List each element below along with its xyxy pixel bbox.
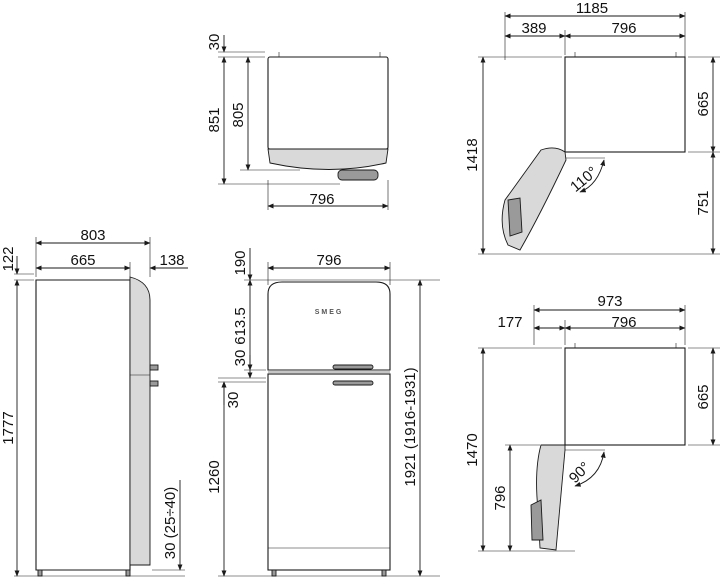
dim-110-total-depth: 1418 (464, 138, 481, 171)
dim-front-gap-top: 30 (232, 350, 249, 367)
dim-top-handle: 30 (206, 34, 223, 51)
dim-front-top: 190 (232, 250, 249, 275)
top-view-open-110: 1185 389 796 1418 665 751 110° (464, 0, 720, 255)
front-foot-right (381, 569, 387, 577)
front-logo: SMEG (315, 309, 344, 316)
dim-side-total-depth: 803 (80, 227, 105, 244)
top-view-closed: 30 851 805 796 (206, 34, 389, 210)
dim-110-cabinet-depth: 665 (695, 91, 712, 116)
dim-side-height: 1777 (0, 411, 17, 444)
handle-90 (530, 499, 544, 541)
cabinet-110-outline (564, 56, 686, 153)
front-handle-upper (332, 364, 374, 370)
front-handle-lower (332, 380, 374, 386)
dim-side-foot: 30 (25÷40) (162, 487, 179, 559)
dim-90-total-width: 973 (597, 293, 622, 310)
dim-90-width: 796 (611, 314, 636, 331)
dim-front-width: 796 (316, 252, 341, 269)
dim-90-door-depth: 796 (492, 485, 509, 510)
door-90-outline (536, 444, 566, 551)
dim-110-clearance: 389 (521, 20, 546, 37)
side-handle-lower (149, 380, 159, 387)
dim-side-door-depth: 138 (159, 252, 184, 269)
side-foot-front (125, 569, 131, 577)
front-foot-left (271, 569, 277, 577)
dim-side-top-offset: 122 (0, 246, 17, 271)
side-handle-upper (149, 364, 159, 371)
dim-90-clearance: 177 (497, 314, 522, 331)
cabinet-top-outline (267, 56, 389, 150)
dim-90-angle: 90° (566, 459, 594, 487)
side-door-outline (129, 276, 151, 566)
dim-top-depth: 851 (206, 107, 223, 132)
dim-110-angle: 110° (567, 163, 601, 195)
handle-110 (507, 197, 523, 237)
side-cabinet-outline (35, 279, 131, 571)
front-fridge-door (267, 373, 391, 571)
door-top-outline (267, 148, 389, 170)
dim-90-cabinet-depth: 665 (695, 384, 712, 409)
front-freezer-door (267, 281, 391, 371)
front-view: SMEG 796 190 613.5 30 30 1260 1921 (1916… (206, 248, 440, 577)
dim-90-total-depth: 1470 (464, 433, 481, 466)
top-view-open-90: 973 177 796 1470 796 665 90° (464, 293, 720, 552)
dim-front-gap-bottom: 30 (225, 392, 242, 409)
handle-top (337, 169, 379, 181)
dim-top-width: 796 (309, 191, 334, 208)
dim-front-total-height: 1921 (1916-1931) (402, 367, 419, 486)
side-view: 803 665 138 122 1777 30 (25÷40) (0, 227, 188, 577)
cabinet-90-outline (564, 347, 686, 446)
dim-front-fridge: 1260 (206, 460, 223, 493)
dim-top-cabinet-depth: 805 (230, 102, 247, 127)
dim-110-total-width: 1185 (576, 0, 608, 17)
dim-side-cabinet-depth: 665 (70, 252, 95, 269)
dim-110-width: 796 (611, 20, 636, 37)
dim-110-door-depth: 751 (695, 190, 712, 215)
dim-front-freezer: 613.5 (232, 307, 249, 345)
side-foot-back (37, 569, 43, 577)
